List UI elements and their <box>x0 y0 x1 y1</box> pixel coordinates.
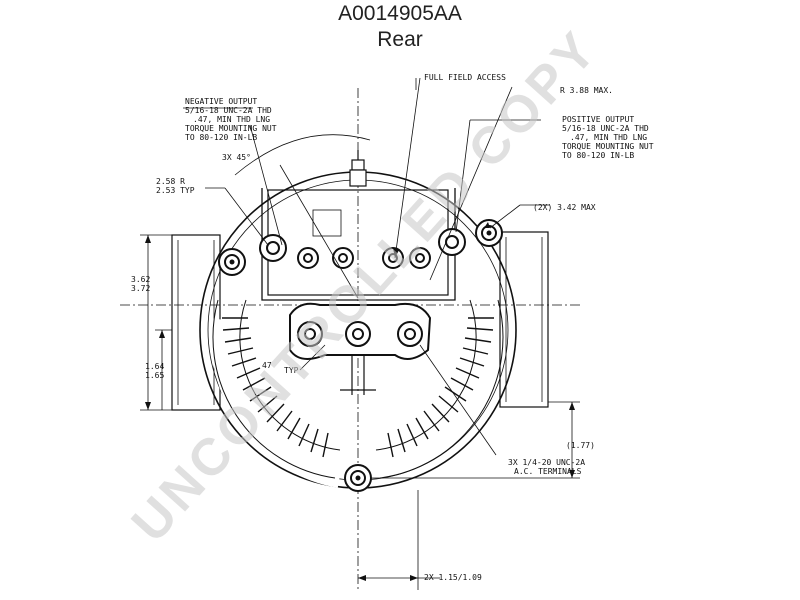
bottom-dim-label: 2X 1.15/1.09 <box>424 573 482 582</box>
negative-output-note: NEGATIVE OUTPUT 5/16-18 UNC-2A THD .47, … <box>185 97 277 142</box>
positive-output-note: POSITIVE OUTPUT 5/16-18 UNC-2A THD .47, … <box>562 115 654 160</box>
view-subtitle: Rear <box>377 28 423 51</box>
mount-boss-bottom <box>344 464 372 492</box>
dimension-arrows <box>145 222 575 581</box>
mid-dim-label-2: 1.65 <box>145 371 164 380</box>
part-number-title: A0014905AA <box>338 2 462 25</box>
svg-text:.47, MIN THD LNG: .47, MIN THD LNG <box>570 133 647 142</box>
radius-typ-label-1: 2.58 R <box>156 177 185 186</box>
svg-text:NEGATIVE OUTPUT: NEGATIVE OUTPUT <box>185 97 257 106</box>
center-stem <box>340 355 376 395</box>
svg-text:TO 80-120 IN-LB: TO 80-120 IN-LB <box>185 133 257 142</box>
mount-boss-left <box>218 248 246 276</box>
radius-max-label: R 3.88 MAX. <box>560 86 613 95</box>
mid-dim-label-1: 1.64 <box>145 362 164 371</box>
vent-slots <box>222 317 494 458</box>
mount-boss-right <box>475 219 503 247</box>
typ-partial-label-1: 47 <box>262 361 272 370</box>
typ-partial-label-2: TYP <box>284 366 299 375</box>
angle-label: 3X 45° <box>222 153 251 162</box>
height-dim-label-1: 3.62 <box>131 275 150 284</box>
height-dim-label-2: 3.72 <box>131 284 150 293</box>
svg-text:TORQUE MOUNTING NUT: TORQUE MOUNTING NUT <box>562 142 654 151</box>
terminal-studs <box>297 247 431 269</box>
dimension-lines <box>140 77 580 590</box>
svg-text:5/16-18 UNC-2A THD: 5/16-18 UNC-2A THD <box>185 106 272 115</box>
dim-177-label: (1.77) <box>566 441 595 450</box>
ac-terminals-label-2: A.C. TERMINALS <box>514 467 582 476</box>
svg-text:TO 80-120 IN-LB: TO 80-120 IN-LB <box>562 151 634 160</box>
full-field-access-label: FULL FIELD ACCESS <box>424 73 506 82</box>
svg-text:.47, MIN THD LNG: .47, MIN THD LNG <box>193 115 270 124</box>
svg-text:POSITIVE OUTPUT: POSITIVE OUTPUT <box>562 115 634 124</box>
svg-text:TORQUE MOUNTING NUT: TORQUE MOUNTING NUT <box>185 124 277 133</box>
ac-terminals-label-1: 3X 1/4-20 UNC-2A <box>508 458 585 467</box>
right-mounting-foot <box>499 231 549 408</box>
full-field-stud <box>349 150 367 187</box>
negative-output-terminal <box>259 234 287 262</box>
max-342-label: (2X) 3.42 MAX <box>533 203 596 212</box>
svg-text:5/16-18 UNC-2A THD: 5/16-18 UNC-2A THD <box>562 124 649 133</box>
radius-typ-label-2: 2.53 TYP <box>156 186 195 195</box>
